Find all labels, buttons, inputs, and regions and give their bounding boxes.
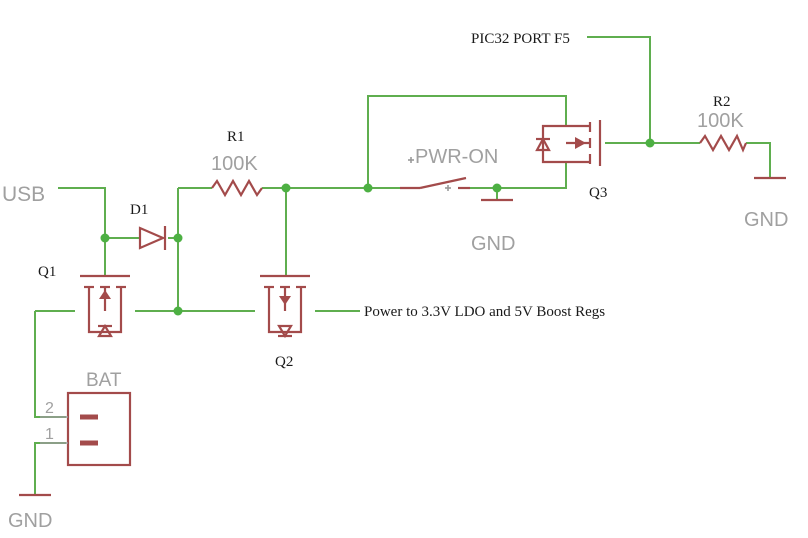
power-out-label: Power to 3.3V LDO and 5V Boost Regs [364, 304, 605, 320]
resistor-r1-symbol [211, 178, 263, 198]
mosfet-q2-symbol [260, 274, 310, 339]
gnd-r2-label: GND [744, 209, 788, 231]
q3-loop-wire [367, 95, 567, 188]
wires [34, 36, 771, 495]
bat-pin1-wire [34, 442, 66, 495]
battery-connector-symbol [40, 391, 132, 467]
r2-value-label: 100K [697, 110, 744, 132]
junction-loop [363, 183, 373, 193]
junction-switch [492, 183, 502, 193]
pic-port-label: PIC32 PORT F5 [471, 31, 570, 47]
gnd-bat-label: GND [8, 510, 52, 532]
r2-gnd-wire [746, 142, 771, 178]
d1-label: D1 [130, 202, 148, 218]
r1-value-label: 100K [211, 153, 258, 175]
bat-label: BAT [86, 370, 122, 391]
bat-pin1-label: 1 [45, 426, 54, 443]
ground-symbols [19, 176, 786, 497]
usb-wire [58, 187, 106, 238]
pic-port-wire [587, 36, 651, 143]
bat-pin2-label: 2 [45, 400, 54, 417]
pwr-on-label: PWR-ON [415, 146, 498, 168]
gnd-switch-label: GND [471, 233, 515, 255]
junction-rail [173, 306, 183, 316]
junction-usb [100, 233, 110, 243]
mosfet-q3-symbol [535, 120, 602, 166]
switch-pwr-on-symbol [400, 157, 470, 191]
resistor-r2-symbol [699, 133, 748, 153]
diode-d1-symbol [138, 226, 167, 250]
junctions [100, 138, 655, 316]
q1-label: Q1 [38, 264, 56, 280]
usb-label: USB [2, 183, 45, 206]
labels: USB D1 R1 100K Q1 Q2 Q3 BAT 2 1 GND GND … [2, 31, 788, 532]
junction-d1 [173, 233, 183, 243]
q3-drain-wire [497, 162, 567, 189]
junction-gate [645, 138, 655, 148]
q3-label: Q3 [589, 185, 607, 201]
q2-label: Q2 [275, 354, 293, 370]
r2-label: R2 [713, 94, 731, 110]
r1-label: R1 [227, 129, 245, 145]
junction-r1 [281, 183, 291, 193]
mosfet-q1-symbol [80, 274, 130, 338]
